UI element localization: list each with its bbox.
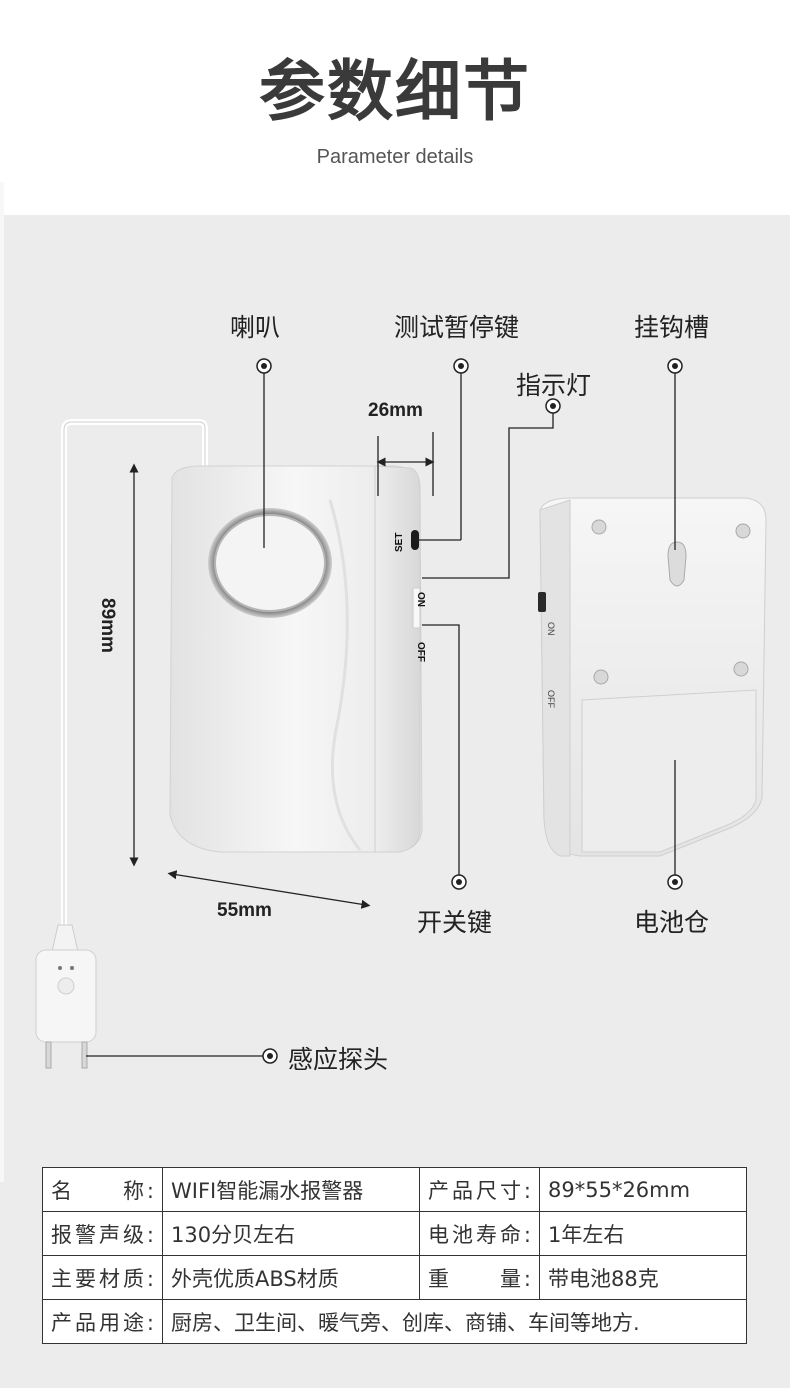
device-front: SET ON OFF [169,465,426,853]
spec-key: 电池寿命: [419,1211,540,1256]
label-hook-slot: 挂钩槽 [634,313,710,342]
set-marking: SET [394,533,405,552]
header-band: 参数细节 Parameter details [0,0,790,215]
spec-value: 外壳优质ABS材质 [162,1255,420,1300]
label-sensor-probe: 感应探头 [288,1045,389,1074]
callout-dots [256,358,683,1064]
stage-edge [0,182,4,1182]
sensor-probe [35,924,97,1069]
back-off-marking: OFF [546,690,556,708]
spec-key: 名 称: [42,1167,163,1212]
label-speaker: 喇叭 [230,313,281,342]
label-battery-compartment: 电池仓 [634,908,710,937]
table-row: 名 称: WIFI智能漏水报警器 产品尺寸: 89*55*26mm [42,1167,747,1212]
back-on-marking: ON [546,622,556,636]
product-diagram: SET ON OFF ON OFF [35,358,767,1069]
spec-value: 1年左右 [539,1211,747,1256]
spec-key: 重 量: [419,1255,540,1300]
spec-value: 130分贝左右 [162,1211,420,1256]
spec-value: 带电池88克 [539,1255,747,1300]
spec-value: WIFI智能漏水报警器 [162,1167,420,1212]
dimension-height: 89mm [97,598,118,653]
table-row: 产品用途: 厨房、卫生间、暖气旁、创库、商铺、车间等地方. [42,1299,747,1344]
dimension-depth: 26mm [368,400,423,421]
spec-table: 名 称: WIFI智能漏水报警器 产品尺寸: 89*55*26mm 报警声级: … [42,1167,747,1344]
spec-key: 主要材质: [42,1255,163,1300]
spec-key: 产品尺寸: [419,1167,540,1212]
spec-key: 产品用途: [42,1299,163,1344]
page-title: 参数细节 [259,53,531,130]
spec-key: 报警声级: [42,1211,163,1256]
dimension-width: 55mm [217,900,272,921]
label-test-pause-key: 测试暂停键 [394,313,520,342]
dimension-lines [129,432,435,909]
spec-value: 厨房、卫生间、暖气旁、创库、商铺、车间等地方. [162,1299,747,1344]
table-row: 主要材质: 外壳优质ABS材质 重 量: 带电池88克 [42,1255,747,1300]
table-row: 报警声级: 130分贝左右 电池寿命: 1年左右 [42,1211,747,1256]
bottom-margin [0,1350,790,1388]
device-back: ON OFF [538,497,767,857]
label-indicator-light: 指示灯 [516,371,592,400]
spec-value: 89*55*26mm [539,1167,747,1212]
off-marking: OFF [415,642,426,662]
callout-lines [86,366,676,1057]
on-marking: ON [415,592,426,607]
label-power-switch: 开关键 [417,908,493,937]
page-subtitle: Parameter details [316,146,474,168]
